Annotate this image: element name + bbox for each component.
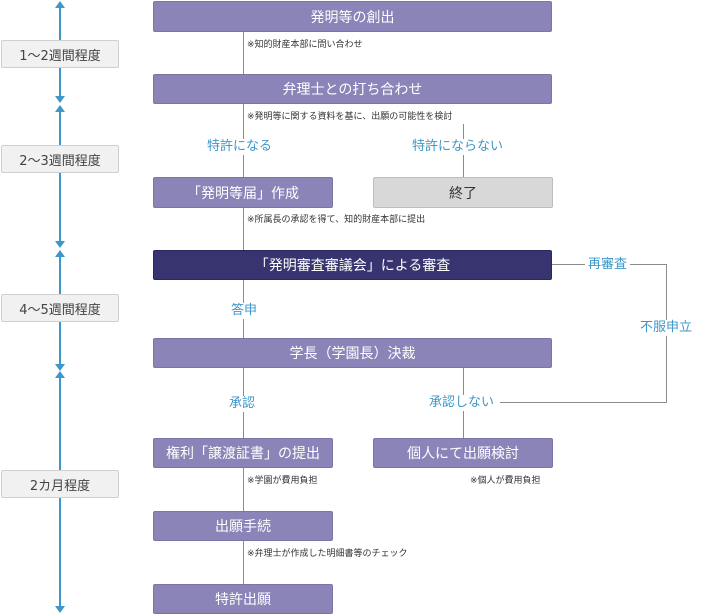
step-meeting: 弁理士との打ち合わせ — [153, 74, 552, 104]
connector — [243, 468, 244, 511]
step-committee: 「発明審査審議会」による審査 — [153, 250, 552, 280]
step-filing: 特許出願 — [153, 584, 333, 614]
note-individual: ※個人が費用負担 — [470, 476, 541, 486]
arrow-down-icon — [55, 364, 65, 371]
arrow-up-icon — [55, 1, 65, 8]
step-individual: 個人にて出願検討 — [373, 438, 553, 468]
note-procedure: ※弁理士が作成した明細書等のチェック — [247, 549, 408, 559]
step-transfer: 権利「譲渡証書」の提出 — [153, 438, 333, 468]
note-notification: ※所属長の承認を得て、知的財産本部に提出 — [247, 215, 426, 225]
label-re-examination: 再審査 — [585, 257, 631, 273]
label-not-patentable: 特許にならない — [409, 139, 507, 155]
step-notification: 「発明等届」作成 — [153, 177, 333, 208]
label-report: 答申 — [228, 303, 261, 319]
period-3: 4〜5週間程度 — [1, 294, 119, 322]
connector — [243, 208, 244, 250]
arrow-up-icon — [55, 105, 65, 112]
step-end: 終了 — [373, 177, 553, 208]
label-patentable: 特許になる — [204, 139, 276, 155]
step-invention: 発明等の創出 — [153, 1, 552, 32]
arrow-down-icon — [55, 241, 65, 248]
period-1: 1〜2週間程度 — [1, 40, 119, 68]
step-filing-label: 特許出願 — [215, 592, 271, 608]
step-decision: 学長（学園長）決裁 — [153, 338, 552, 368]
label-approve: 承認 — [226, 396, 259, 412]
step-notification-label: 「発明等届」作成 — [187, 185, 299, 202]
period-4: 2カ月程度 — [1, 470, 119, 498]
arrow-down-icon — [55, 606, 65, 613]
label-objection: 不服申立 — [637, 320, 696, 336]
step-invention-label: 発明等の創出 — [310, 9, 395, 26]
arrow-up-icon — [55, 371, 65, 378]
note-transfer: ※学園が費用負担 — [247, 476, 318, 486]
step-decision-label: 学長（学園長）決裁 — [289, 346, 416, 362]
connector — [243, 541, 244, 584]
label-disapprove: 承認しない — [426, 395, 498, 411]
connector — [243, 32, 244, 74]
step-transfer-label: 権利「譲渡証書」の提出 — [166, 446, 320, 462]
note-invention: ※知的財産本部に問い合わせ — [247, 40, 363, 50]
objection-line — [500, 402, 667, 403]
step-end-label: 終了 — [449, 185, 477, 202]
step-procedure-label: 出願手続 — [215, 519, 271, 535]
step-individual-label: 個人にて出願検討 — [407, 446, 519, 462]
note-meeting: ※発明等に関する資料を基に、出願の可能性を検討 — [247, 112, 453, 122]
step-committee-label: 「発明審査審議会」による審査 — [254, 258, 451, 274]
arrow-up-icon — [55, 250, 65, 257]
arrow-down-icon — [55, 96, 65, 103]
timeline-segment-2 — [59, 110, 61, 243]
step-procedure: 出願手続 — [153, 511, 333, 541]
step-meeting-label: 弁理士との打ち合わせ — [282, 82, 423, 98]
period-2: 2〜3週間程度 — [1, 145, 119, 173]
